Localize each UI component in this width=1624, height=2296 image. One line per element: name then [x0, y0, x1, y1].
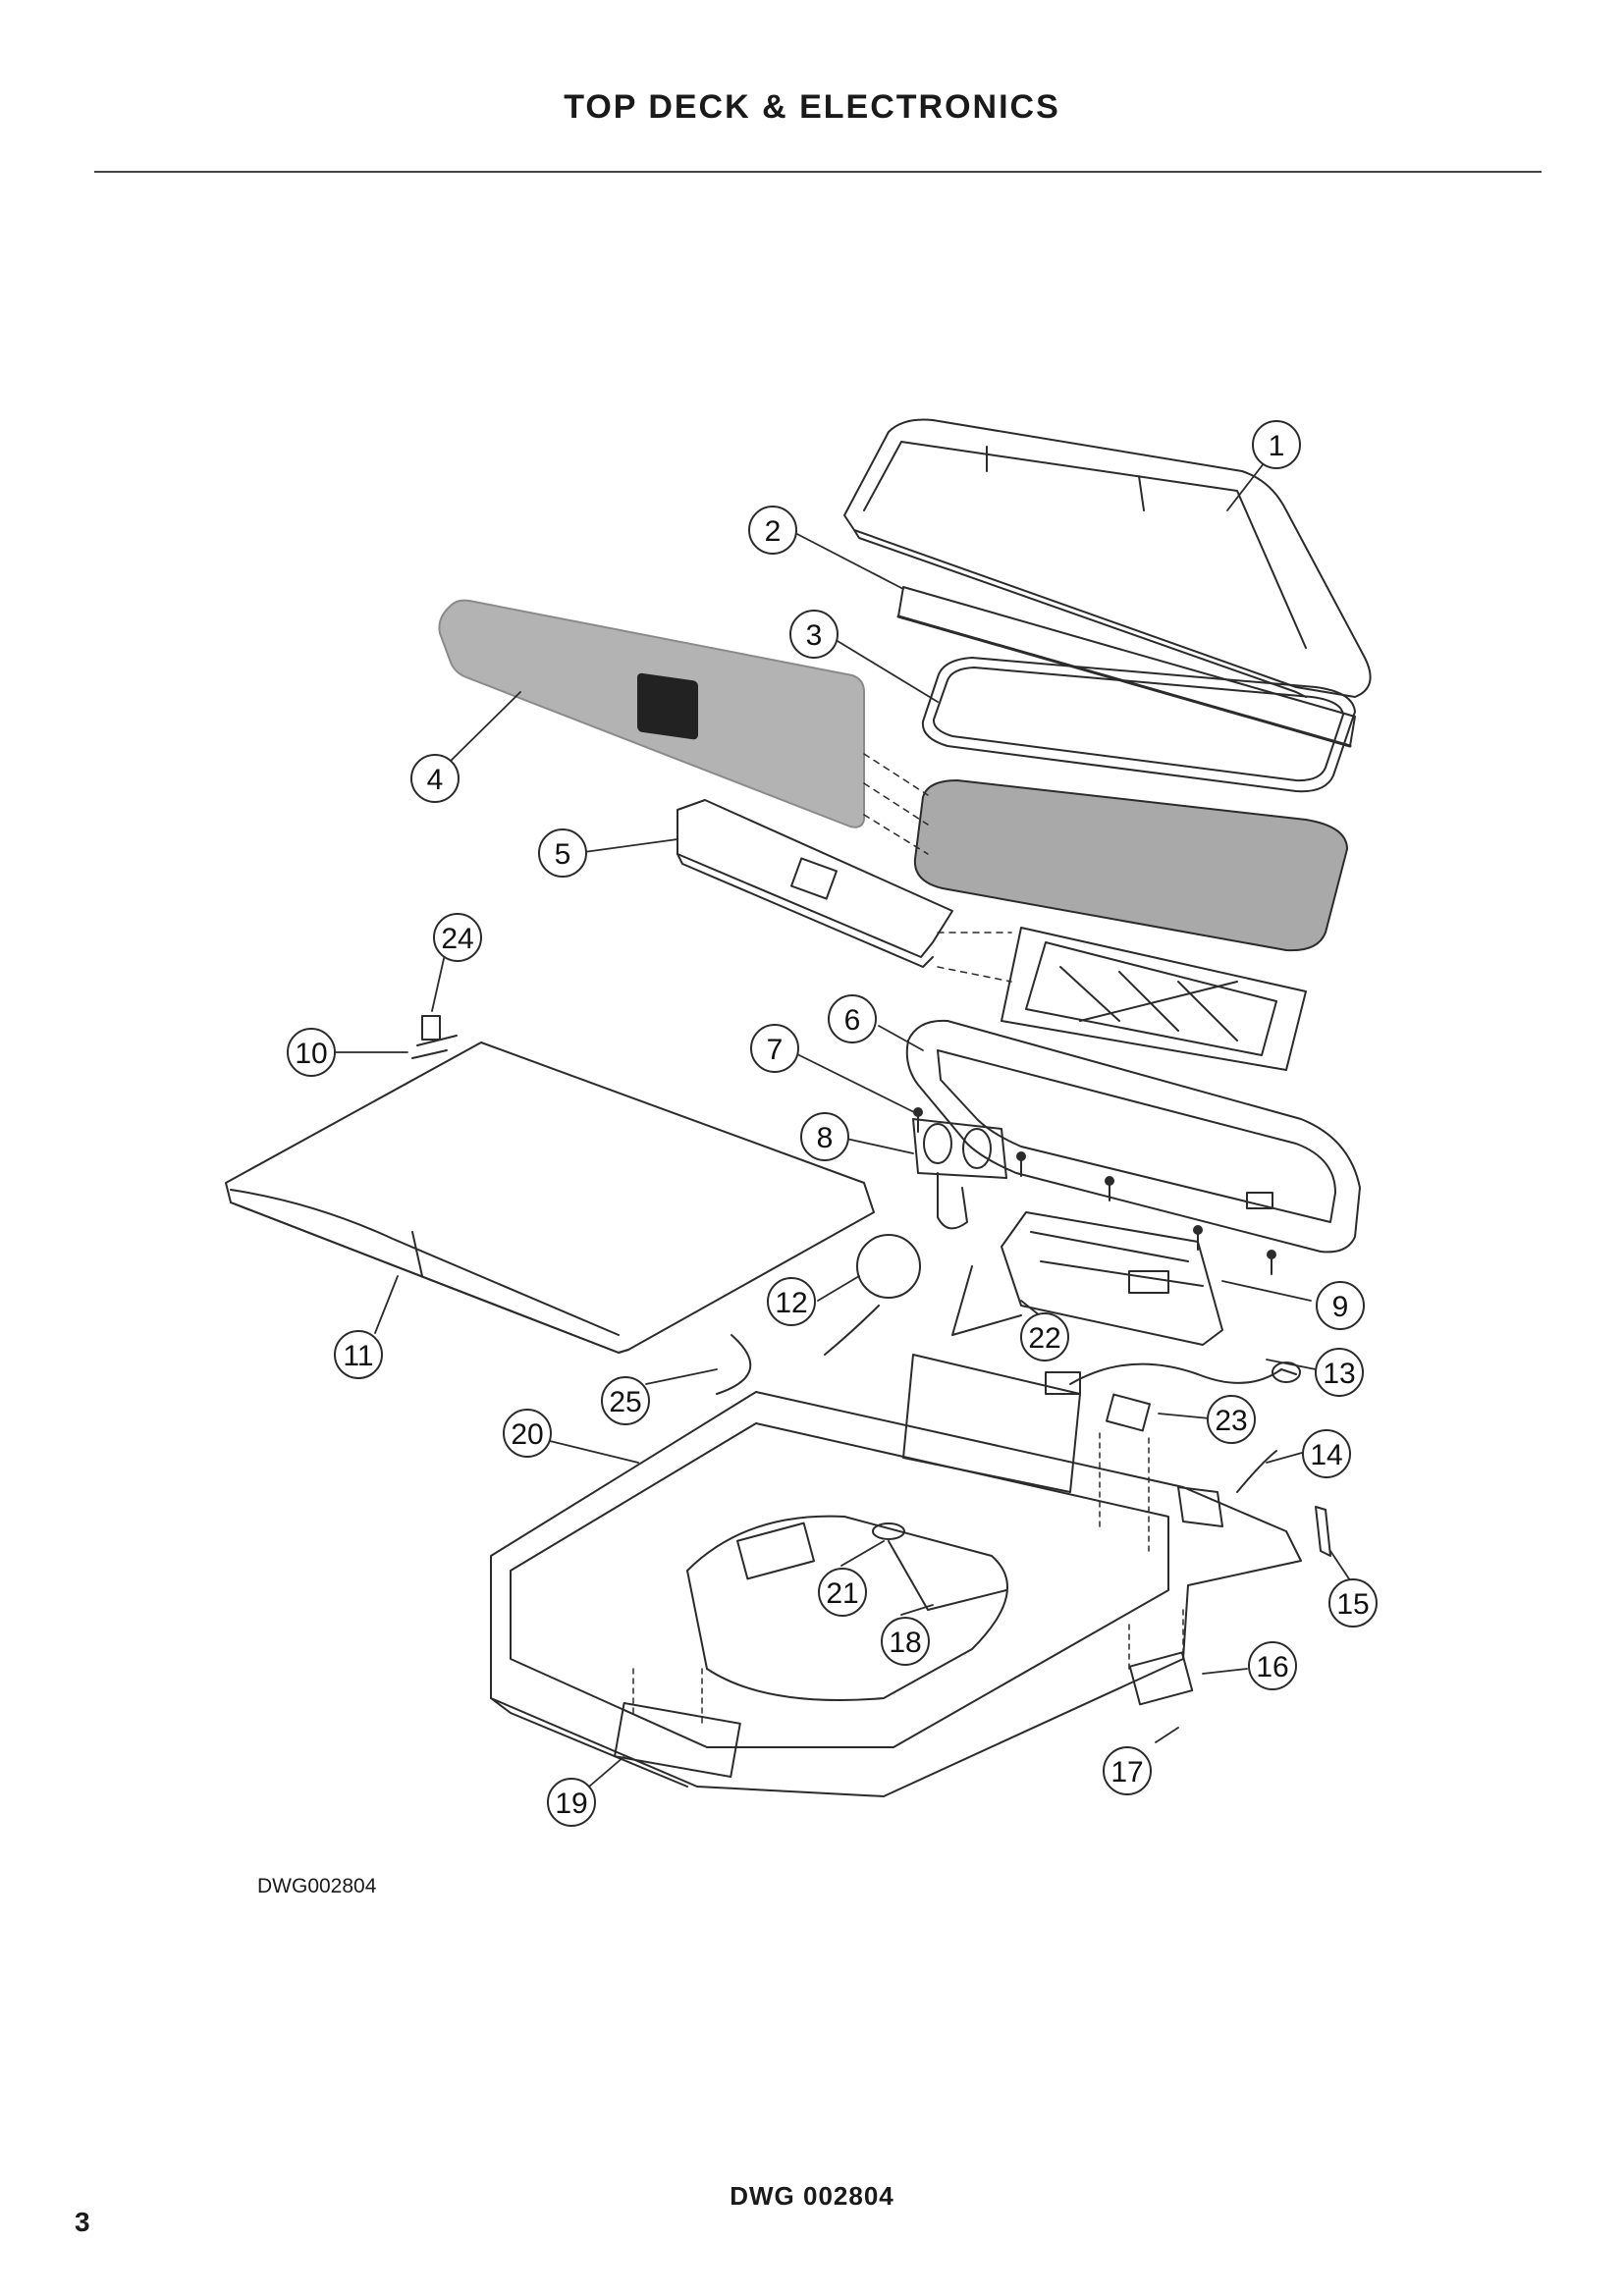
wire-harness: [1045, 1362, 1301, 1395]
callout-7: 7: [750, 1024, 799, 1073]
callout-label: 7: [767, 1034, 784, 1066]
callout-label: 25: [609, 1386, 641, 1418]
bracket: [951, 1265, 1022, 1336]
callouts: 1 2 3 4 5 6 7 8 9 10 11 12 13 14 15 16 1…: [287, 420, 1378, 1827]
drawing-reference: DWG002804: [257, 1875, 377, 1897]
callout-label: 18: [889, 1627, 921, 1659]
callout-label: 4: [427, 764, 444, 796]
callout-25: 25: [601, 1376, 650, 1425]
callout-label: 9: [1332, 1291, 1349, 1323]
top-deck: [490, 1354, 1302, 1797]
callout-3: 3: [789, 610, 839, 659]
callout-label: 3: [806, 619, 823, 652]
callout-23: 23: [1207, 1395, 1256, 1444]
display-frame: [1001, 927, 1307, 1071]
callout-10: 10: [287, 1028, 336, 1077]
page-number: 3: [75, 2207, 90, 2237]
control-panel-overlay: [438, 599, 865, 828]
drain-hose: [824, 1234, 921, 1356]
alignment-lines: [863, 753, 1012, 983]
callout-label: 2: [765, 515, 782, 548]
callout-6: 6: [828, 994, 877, 1043]
callout-label: 15: [1336, 1588, 1369, 1621]
callout-label: 20: [511, 1418, 543, 1451]
trim-strip: [896, 586, 1356, 748]
callout-label: 17: [1110, 1756, 1143, 1789]
callout-label: 11: [343, 1340, 373, 1372]
callout-21: 21: [818, 1568, 867, 1617]
callout-label: 22: [1028, 1322, 1060, 1355]
callout-label: 23: [1215, 1405, 1247, 1437]
screws: [913, 1107, 1276, 1275]
callout-20: 20: [503, 1409, 552, 1458]
callout-label: 16: [1256, 1651, 1288, 1683]
callout-label: 10: [295, 1038, 327, 1070]
callout-17: 17: [1103, 1746, 1152, 1795]
title-rule: [94, 171, 1542, 173]
leader-lines: [331, 449, 1351, 1788]
power-module: [1001, 1211, 1223, 1346]
callout-label: 1: [1269, 430, 1285, 462]
lid-switch: [1106, 1393, 1151, 1432]
callout-label: 14: [1310, 1439, 1342, 1471]
callout-label: 12: [775, 1287, 807, 1319]
drain-spout: [872, 1522, 1007, 1611]
callout-15: 15: [1328, 1578, 1378, 1628]
callout-1: 1: [1252, 420, 1301, 469]
fastener-lines: [632, 1432, 1184, 1729]
page-title: TOP DECK & ELECTRONICS: [564, 88, 1060, 126]
glass-window: [913, 779, 1348, 952]
callout-16: 16: [1248, 1641, 1297, 1690]
callout-18: 18: [881, 1617, 930, 1666]
control-board: [677, 799, 953, 968]
callout-8: 8: [800, 1112, 849, 1161]
hinges: [614, 1506, 1331, 1778]
callout-label: 21: [826, 1577, 858, 1610]
callout-label: 5: [555, 838, 571, 871]
inlet-valve: [912, 1118, 1007, 1230]
callout-11: 11: [334, 1330, 383, 1379]
callout-2: 2: [748, 506, 797, 555]
window-gasket: [921, 657, 1356, 793]
callout-19: 19: [547, 1778, 596, 1827]
lid: [225, 1041, 875, 1354]
callout-5: 5: [538, 828, 587, 878]
callout-22: 22: [1020, 1312, 1069, 1362]
callout-13: 13: [1315, 1348, 1364, 1397]
callout-24: 24: [433, 913, 482, 962]
callout-label: 8: [817, 1122, 834, 1154]
callout-label: 6: [844, 1004, 861, 1037]
wire-clip: [1236, 1450, 1277, 1493]
callout-4: 4: [410, 754, 460, 803]
callout-14: 14: [1302, 1429, 1351, 1478]
callout-label: 13: [1323, 1358, 1355, 1390]
footer-drawing-number: DWG 002804: [730, 2181, 894, 2211]
callout-12: 12: [767, 1277, 816, 1326]
lid-hinge: [411, 1015, 458, 1059]
callout-9: 9: [1316, 1281, 1365, 1330]
callout-label: 24: [441, 923, 473, 955]
console-frame: [905, 1019, 1361, 1254]
hose-clip: [716, 1334, 752, 1395]
console-housing: [843, 418, 1372, 698]
callout-label: 19: [555, 1788, 587, 1820]
